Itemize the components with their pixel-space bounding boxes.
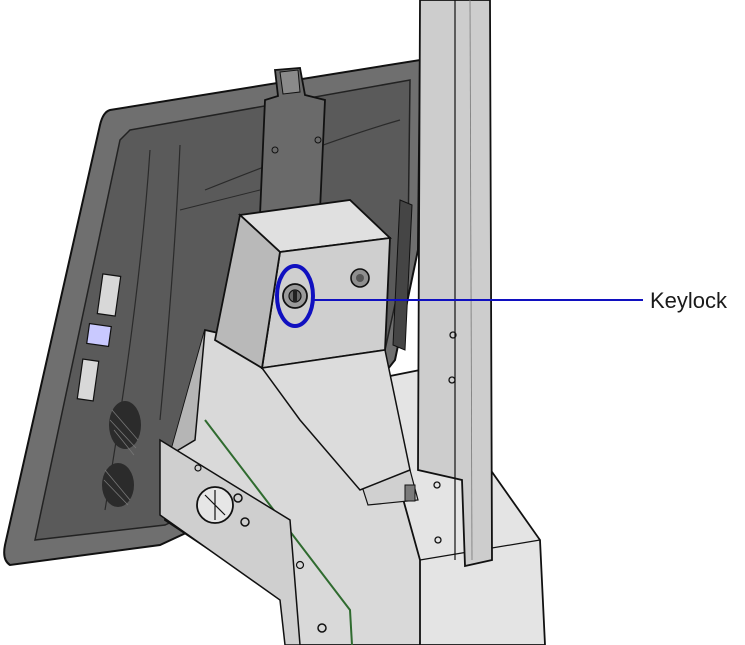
side-plate	[159, 438, 301, 645]
callout-highlight-ring	[275, 264, 315, 328]
keylock-callout	[275, 264, 643, 328]
keylock-label: Keylock	[650, 288, 728, 313]
keylock	[282, 283, 308, 309]
support-pole	[417, 0, 493, 568]
lock-box	[213, 199, 411, 491]
display-ports	[76, 273, 122, 402]
